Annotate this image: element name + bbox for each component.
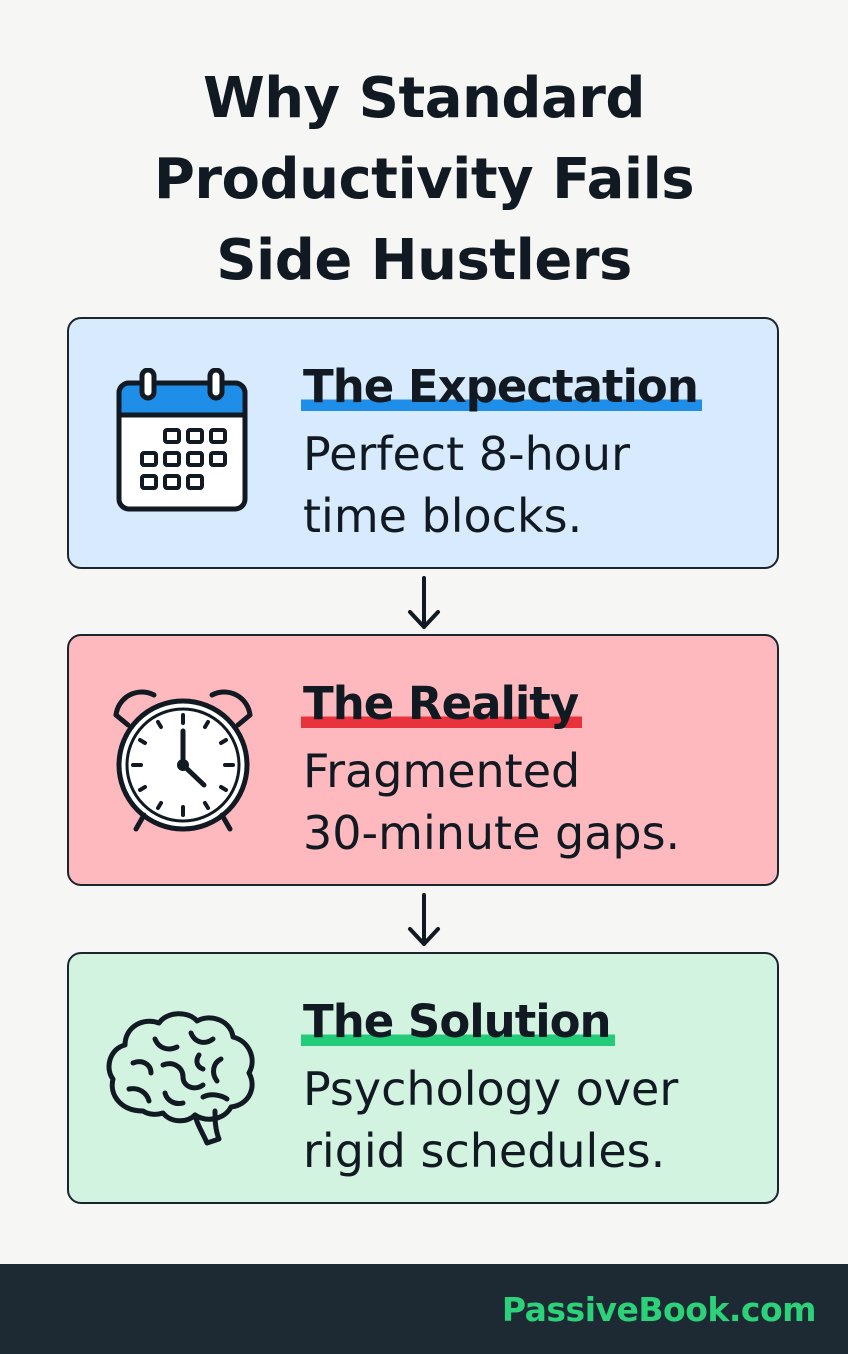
card-body: Perfect 8-hour time blocks. xyxy=(303,423,763,547)
alarm-clock-icon xyxy=(103,680,263,840)
card-solution: The Solution Psychology over rigid sched… xyxy=(67,952,779,1204)
brand-link[interactable]: PassiveBook.com xyxy=(501,1290,817,1329)
footer-bar: PassiveBook.com xyxy=(0,1264,848,1354)
card-reality: The Reality Fragmented 30-minute gaps. xyxy=(67,634,779,886)
card-body-line: 30-minute gaps. xyxy=(303,806,681,860)
title-line-2: Productivity Fails xyxy=(153,147,695,212)
title-line-1: Why Standard xyxy=(203,66,645,131)
down-arrow-icon xyxy=(408,893,440,946)
page-title: Why Standard Productivity Fails Side Hus… xyxy=(0,58,848,301)
card-body-line: Psychology over xyxy=(303,1062,679,1116)
card-body-line: Fragmented xyxy=(303,744,581,798)
card-heading: The Solution xyxy=(301,994,615,1050)
card-body-line: time blocks. xyxy=(303,489,583,543)
card-body-line: rigid schedules. xyxy=(303,1124,666,1178)
card-body: Psychology over rigid schedules. xyxy=(303,1058,763,1182)
card-heading: The Reality xyxy=(301,676,583,732)
card-heading: The Expectation xyxy=(301,359,702,415)
card-body-line: Perfect 8-hour xyxy=(303,427,630,481)
brain-icon xyxy=(103,998,263,1158)
card-body: Fragmented 30-minute gaps. xyxy=(303,740,763,864)
calendar-icon xyxy=(103,363,263,523)
title-line-3: Side Hustlers xyxy=(216,228,632,293)
down-arrow-icon xyxy=(408,576,440,629)
card-expectation: The Expectation Perfect 8-hour time bloc… xyxy=(67,317,779,569)
